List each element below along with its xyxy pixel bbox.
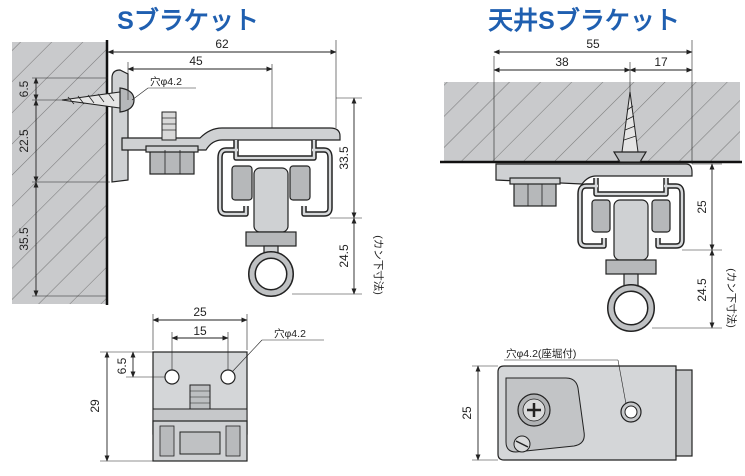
wall-plate <box>111 69 129 183</box>
dim-45: 45 <box>189 54 203 68</box>
dim-25-ceiling: 25 <box>695 200 709 214</box>
dim-15-plan: 15 <box>193 324 207 338</box>
dim-35-5: 35.5 <box>17 227 31 251</box>
ceiling-runner <box>613 199 649 261</box>
hole-note-plan: 穴φ4.2 <box>274 327 306 340</box>
dim-6-5: 6.5 <box>17 80 31 97</box>
runner <box>253 167 289 233</box>
hole-note-ceiling-plan: 穴φ4.2(座堀付) <box>506 347 576 360</box>
dim-6-5-plan: 6.5 <box>115 357 129 374</box>
dim-38: 38 <box>555 55 569 69</box>
dim-22-5: 22.5 <box>17 129 31 153</box>
dim-55: 55 <box>586 37 600 51</box>
hole-right <box>220 369 236 385</box>
dim-24-5-right: 24.5 <box>695 278 709 302</box>
s-bracket-plan-view: 25 15 6.5 29 穴φ4.2 <box>88 305 324 462</box>
ceiling-nut <box>513 181 557 207</box>
title-ceiling-s-bracket: 天井Sブラケット <box>488 6 680 35</box>
dim-29-plan: 29 <box>88 399 102 413</box>
dim-17: 17 <box>654 55 668 69</box>
ceiling-bracket-side-view: 55 38 17 25 24.5 (カン下寸法) <box>440 37 742 332</box>
hanger-note-right: (カン下寸法) <box>725 268 738 328</box>
dim-25-plan: 25 <box>193 305 207 319</box>
dim-33-5: 33.5 <box>337 146 351 170</box>
dim-62: 62 <box>215 37 229 51</box>
hole-left <box>164 369 180 385</box>
hole-note-left: 穴φ4.2 <box>150 75 182 88</box>
ceiling-bracket-plan-view: 25 穴φ4.2(座堀付) <box>460 347 693 461</box>
s-arm <box>121 127 341 151</box>
dim-24-5-left: 24.5 <box>337 244 351 268</box>
s-bracket-side-view: 62 45 6.5 22.5 35.5 33.5 24.5 (カン下寸法) 穴φ… <box>12 37 385 305</box>
dim-25-ceiling-plan: 25 <box>460 406 474 420</box>
nut <box>149 149 195 175</box>
hanger-note-left: (カン下寸法) <box>372 235 385 295</box>
title-s-bracket: Sブラケット <box>117 6 259 35</box>
